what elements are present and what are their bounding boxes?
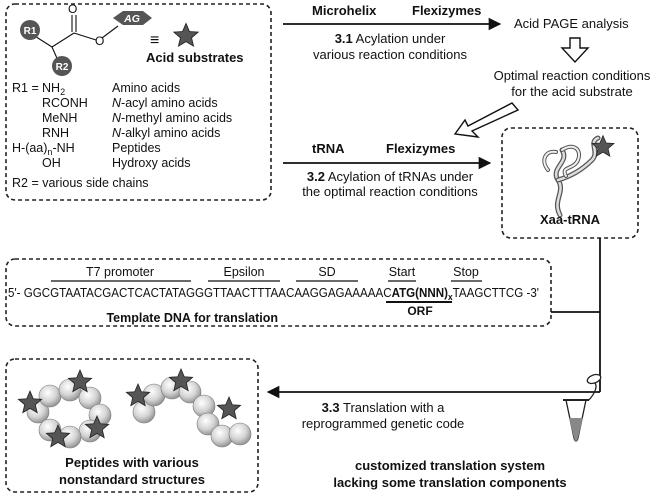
carbonyl-oxygen-label: O: [68, 2, 77, 16]
step-3-3-text-2: reprogrammed genetic code: [302, 416, 465, 431]
bridged-peptide-icon: [132, 376, 252, 448]
r1-class-1: N-acyl amino acids: [112, 96, 218, 110]
activating-group-label: AG: [123, 13, 140, 25]
trna-ribbon-icon: [542, 135, 601, 218]
region-epsilon: Epsilon: [224, 265, 265, 279]
step-3-2-text-1: 3.2 Acylation of tRNAs under: [307, 169, 474, 184]
equivalence-symbol: ≡: [150, 32, 159, 49]
r1-group-0: NH2: [42, 81, 65, 97]
r1-class-5: Hydroxy acids: [112, 156, 191, 170]
acid-structure: O O R1 R2 AG ≡ Acid substrates: [20, 2, 244, 76]
step-3-2: tRNA Flexizymes 3.2 Acylation of tRNAs u…: [283, 141, 492, 199]
step-3-1-text-2: various reaction conditions: [313, 47, 467, 62]
r1-badge-label: R1: [24, 26, 37, 37]
template-dna-panel: T7 promoter Epsilon SD Start Stop 5'- GG…: [5, 258, 552, 327]
region-start: Start: [389, 265, 416, 279]
peptides-caption-2: nonstandard structures: [59, 472, 205, 487]
r1-prefix: R1 =: [12, 81, 39, 95]
acid-substrates-panel: O O R1 R2 AG ≡ Acid substrates R1 = NH2 …: [5, 2, 272, 201]
r1-class-0: Amino acids: [112, 81, 180, 95]
acid-substrates-title: Acid substrates: [146, 50, 244, 65]
xaa-trna-label: Xaa-tRNA: [540, 212, 601, 227]
r1-class-4: Peptides: [112, 141, 161, 155]
r1-group-4: H-(aa)n-NH: [12, 141, 75, 157]
orf-label: ORF: [407, 304, 432, 318]
acid-substrates-box: [5, 3, 272, 201]
flexizymes-label-1: Flexizymes: [412, 3, 481, 18]
xaa-trna-panel: Xaa-tRNA: [501, 127, 639, 239]
template-dna-box: [5, 258, 552, 327]
r2-definition: R2 = various side chains: [12, 176, 149, 190]
down-open-arrow: [560, 37, 590, 64]
optimal-conditions-line-1: Optimal reaction conditions: [494, 68, 651, 83]
step-3-3: 3.3 Translation with a reprogrammed gene…: [266, 385, 600, 431]
r1-class-2: N-methyl amino acids: [112, 111, 232, 125]
ester-oxygen-label: O: [95, 34, 104, 48]
step-3-1: Microhelix Flexizymes 3.1 Acylation unde…: [283, 3, 502, 62]
step-3-3-text-1: 3.3 Translation with a: [322, 400, 446, 415]
diagonal-open-arrow: [453, 102, 520, 138]
trna-label: tRNA: [312, 141, 345, 156]
system-caption-2: lacking some translation components: [333, 475, 566, 490]
region-t7-promoter: T7 promoter: [86, 265, 154, 279]
step-3-1-text-1: 3.1 Acylation under: [335, 31, 446, 46]
r1-group-1: RCONH: [42, 96, 88, 110]
r1-group-3: RNH: [42, 126, 69, 140]
r1-group-5: OH: [42, 156, 61, 170]
r1-badge: [20, 20, 40, 40]
optimal-conditions-line-2: for the acid substrate: [511, 84, 632, 99]
step-3-2-text-2: the optimal reaction conditions: [302, 184, 478, 199]
flexizymes-label-2: Flexizymes: [386, 141, 455, 156]
acid-page-analysis: Acid PAGE analysis: [514, 16, 629, 31]
activating-group-tag: [113, 11, 152, 25]
template-dna-caption: Template DNA for translation: [106, 311, 278, 325]
r1-class-3: N-alkyl amino acids: [112, 126, 220, 140]
r2-badge: [52, 56, 72, 76]
r1-group-2: MeNH: [42, 111, 77, 125]
peptides-panel: Peptides with various nonstandard struct…: [5, 358, 259, 493]
system-caption-1: customized translation system: [355, 458, 545, 473]
r1-table: R1 = NH2 RCONH MeNH RNH H-(aa)n-NH OH Am…: [12, 81, 232, 190]
microhelix-label: Microhelix: [312, 3, 377, 18]
dna-sequence: 5'- GGCGTAATACGACTCACTATAGGGTTAACTTTAACA…: [8, 286, 539, 302]
xaa-trna-box: [501, 127, 639, 239]
peptides-caption-1: Peptides with various: [65, 455, 199, 470]
tube-icon: [563, 373, 602, 442]
r2-badge-label: R2: [56, 62, 69, 73]
region-sd: SD: [318, 265, 335, 279]
region-stop: Stop: [453, 265, 479, 279]
